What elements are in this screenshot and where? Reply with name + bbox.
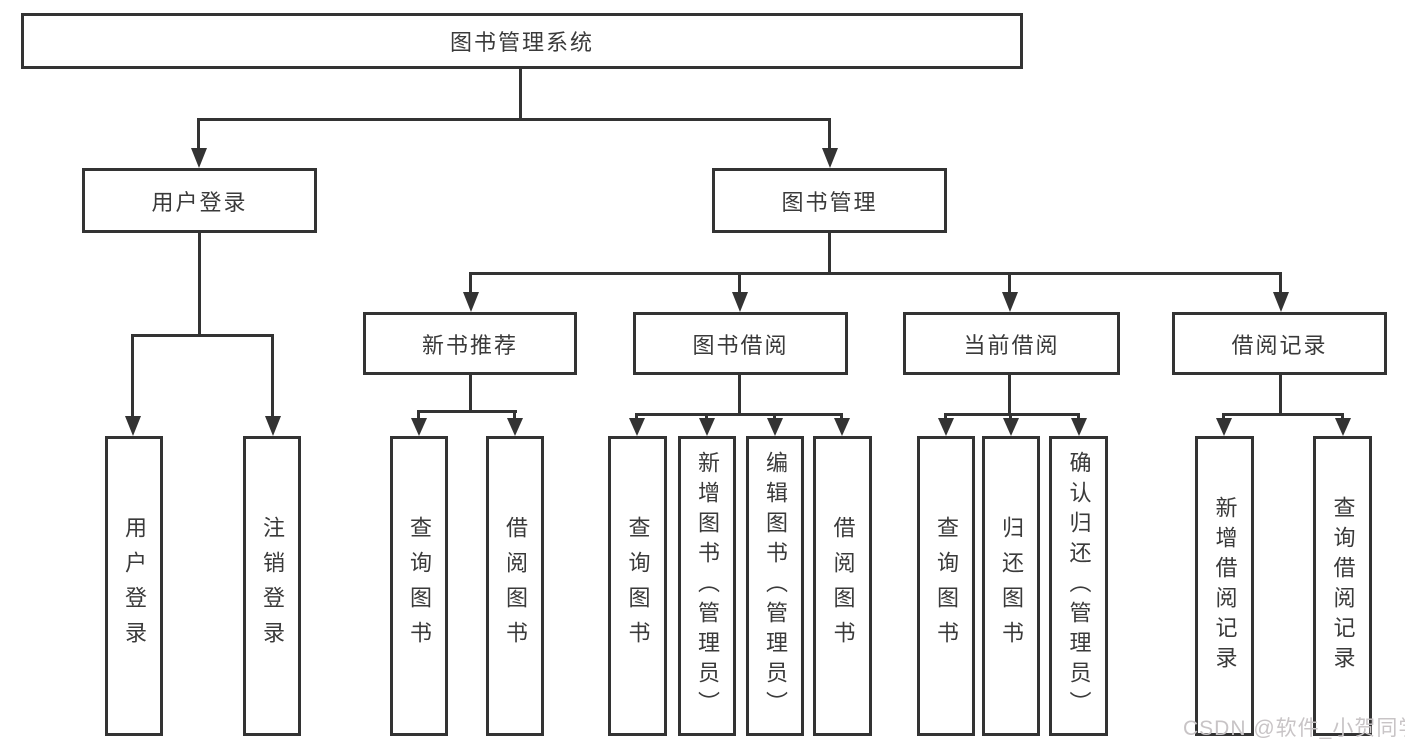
node-label: 用户登录 — [151, 189, 248, 215]
leaf-edit-book-admin: 编辑图书（管理员） — [746, 436, 804, 736]
arrowhead — [507, 418, 523, 436]
connector-line — [197, 118, 200, 148]
connector-line — [1077, 413, 1080, 418]
leaf-return-book: 归还图书 — [982, 436, 1040, 736]
leaf-label: 归还图书 — [999, 516, 1024, 656]
connector-line — [1222, 413, 1225, 418]
connector-line — [828, 118, 831, 148]
connector-line — [197, 118, 831, 121]
leaf-label: 查询图书 — [407, 516, 432, 656]
leaf-query-books-borrowing: 查询图书 — [608, 436, 667, 736]
arrowhead — [938, 418, 954, 436]
connector-line — [840, 413, 843, 418]
arrowhead — [699, 418, 715, 436]
arrowhead — [411, 418, 427, 436]
node-library-management-system: 图书管理系统 — [21, 13, 1023, 69]
leaf-user-login: 用户登录 — [105, 436, 163, 736]
leaf-borrow-book: 借阅图书 — [813, 436, 872, 736]
arrowhead — [1273, 292, 1289, 312]
connector-line — [1222, 413, 1344, 416]
connector-line — [944, 413, 1080, 416]
connector-line — [1279, 272, 1282, 292]
arrowhead — [629, 418, 645, 436]
connector-line — [738, 272, 741, 292]
connector-line — [131, 334, 134, 416]
arrowhead — [822, 148, 838, 168]
leaf-label: 查询借阅记录 — [1330, 496, 1356, 676]
connector-line — [773, 413, 776, 418]
leaf-query-books-current: 查询图书 — [917, 436, 975, 736]
leaf-label: 确认归还（管理员） — [1066, 451, 1092, 721]
leaf-label: 新增图书（管理员） — [695, 451, 720, 721]
connector-line — [519, 69, 522, 118]
node-label: 图书管理系统 — [449, 30, 594, 55]
connector-line — [1008, 272, 1011, 292]
node-borrowing-records: 借阅记录 — [1172, 312, 1387, 375]
connector-line — [271, 334, 274, 416]
connector-line — [513, 410, 516, 418]
leaf-label: 查询图书 — [934, 516, 959, 656]
connector-line — [944, 413, 947, 418]
node-label: 借阅记录 — [1231, 332, 1328, 358]
connector-line — [1008, 374, 1011, 413]
connector-line — [198, 233, 201, 334]
arrowhead — [767, 418, 783, 436]
arrowhead — [191, 148, 207, 168]
leaf-query-books-recommend: 查询图书 — [390, 436, 448, 736]
arrowhead — [1071, 418, 1087, 436]
connector-line — [417, 410, 420, 418]
arrowhead — [732, 292, 748, 312]
connector-line — [131, 334, 274, 337]
connector-line — [1009, 413, 1012, 418]
connector-line — [469, 374, 472, 410]
connector-line — [469, 272, 472, 292]
connector-line — [1279, 374, 1282, 413]
connector-line — [635, 413, 843, 416]
node-label: 当前借阅 — [963, 332, 1060, 358]
arrowhead — [125, 416, 141, 436]
arrowhead — [1335, 418, 1351, 436]
leaf-add-book-admin: 新增图书（管理员） — [678, 436, 736, 736]
leaf-label: 借阅图书 — [503, 516, 528, 656]
node-label: 图书管理 — [781, 189, 878, 215]
arrowhead — [1002, 292, 1018, 312]
connector-line — [1341, 413, 1344, 418]
leaf-label: 注销登录 — [260, 516, 285, 656]
arrowhead — [1003, 418, 1019, 436]
connector-line — [469, 272, 1282, 275]
connector-line — [738, 374, 741, 413]
arrowhead — [463, 292, 479, 312]
node-new-book-recommend: 新书推荐 — [363, 312, 577, 375]
connector-line — [417, 410, 517, 413]
arrowhead — [265, 416, 281, 436]
leaf-logout: 注销登录 — [243, 436, 301, 736]
node-label: 图书借阅 — [692, 332, 789, 358]
node-label: 新书推荐 — [421, 332, 518, 358]
connector-line — [705, 413, 708, 418]
arrowhead — [1216, 418, 1232, 436]
leaf-label: 编辑图书（管理员） — [763, 451, 788, 721]
leaf-label: 新增借阅记录 — [1212, 496, 1238, 676]
leaf-label: 用户登录 — [122, 516, 147, 656]
node-user-login: 用户登录 — [82, 168, 317, 233]
connector-line — [635, 413, 638, 418]
connector-line — [828, 233, 831, 272]
leaf-borrow-books-recommend: 借阅图书 — [486, 436, 544, 736]
node-book-management: 图书管理 — [712, 168, 947, 233]
leaf-query-borrow-record: 查询借阅记录 — [1313, 436, 1372, 736]
leaf-label: 查询图书 — [625, 516, 651, 656]
node-current-borrowing: 当前借阅 — [903, 312, 1120, 375]
leaf-confirm-return-admin: 确认归还（管理员） — [1049, 436, 1108, 736]
csdn-watermark: CSDN @软件_小贺同学 — [1183, 717, 1405, 740]
arrowhead — [834, 418, 850, 436]
node-book-borrowing: 图书借阅 — [633, 312, 848, 375]
leaf-label: 借阅图书 — [830, 516, 856, 656]
leaf-add-borrow-record: 新增借阅记录 — [1195, 436, 1254, 736]
